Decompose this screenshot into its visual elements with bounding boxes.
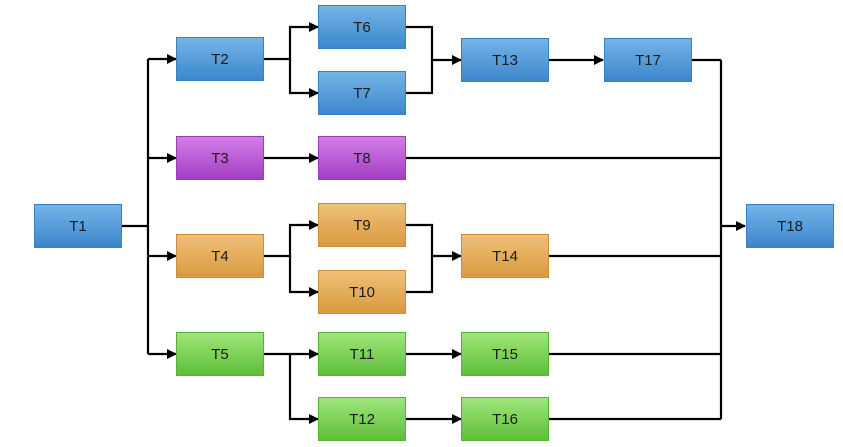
node-t3: T3 bbox=[176, 136, 264, 180]
node-t11: T11 bbox=[318, 332, 406, 376]
node-t17: T17 bbox=[604, 38, 692, 82]
node-t15: T15 bbox=[461, 332, 549, 376]
edge-t2-t6 bbox=[264, 22, 319, 61]
node-t10: T10 bbox=[318, 270, 406, 314]
edge-t4-t9 bbox=[264, 220, 319, 258]
node-t5: T5 bbox=[176, 332, 264, 376]
node-t4: T4 bbox=[176, 234, 264, 278]
node-t16: T16 bbox=[461, 397, 549, 441]
edge-layer bbox=[122, 22, 746, 424]
edge-t6-t13 bbox=[406, 25, 434, 60]
edge-t2-t7 bbox=[288, 59, 319, 98]
edge-t4-t10 bbox=[288, 256, 319, 297]
node-t2: T2 bbox=[176, 37, 264, 81]
node-t18: T18 bbox=[746, 204, 834, 248]
node-t7: T7 bbox=[318, 71, 406, 115]
edge-t9-t14 bbox=[406, 223, 434, 256]
node-t13: T13 bbox=[461, 38, 549, 82]
node-t6: T6 bbox=[318, 5, 406, 49]
edge-t5-t12 bbox=[288, 354, 319, 424]
node-t1: T1 bbox=[34, 204, 122, 248]
node-t14: T14 bbox=[461, 234, 549, 278]
node-t12: T12 bbox=[318, 397, 406, 441]
edge-t7-t13 bbox=[406, 60, 434, 95]
node-t8: T8 bbox=[318, 136, 406, 180]
node-t9: T9 bbox=[318, 203, 406, 247]
edge-t10-t14 bbox=[406, 256, 434, 294]
